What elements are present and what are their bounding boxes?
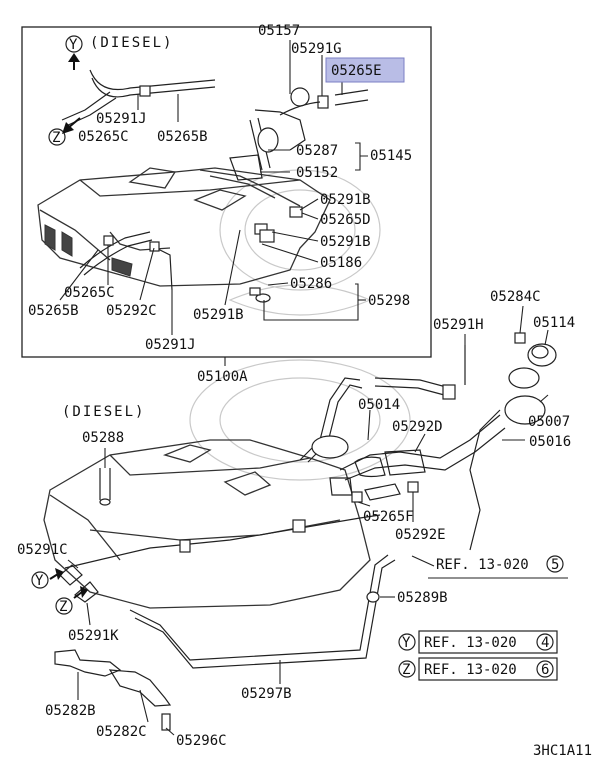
- part-label-05291b-3[interactable]: 05291B: [193, 307, 244, 323]
- part-label-05291b-2[interactable]: 05291B: [320, 234, 371, 250]
- part-label-05186[interactable]: 05186: [320, 255, 362, 271]
- part-label-05287[interactable]: 05287: [296, 143, 338, 159]
- main-direction-y: Y: [31, 568, 64, 589]
- ref-y-letter: Y: [402, 635, 411, 651]
- ref-z-number: 6: [541, 662, 549, 678]
- part-label-05291j-inset[interactable]: 05291J: [96, 111, 147, 127]
- part-label-05291j-inset-2[interactable]: 05291J: [145, 337, 196, 353]
- inset-fuel-pump: [229, 87, 369, 181]
- diagram-id: 3HC1A11: [533, 743, 592, 759]
- part-label-05007[interactable]: 05007: [528, 414, 570, 430]
- part-label-05291k[interactable]: 05291K: [68, 628, 119, 644]
- inset-frame: [21, 26, 432, 358]
- inset-fuel-tank[interactable]: [37, 167, 331, 287]
- part-label-05297b[interactable]: 05297B: [241, 686, 292, 702]
- main-drain-plug: [59, 468, 306, 603]
- part-label-05291b-1[interactable]: 05291B: [320, 192, 371, 208]
- part-label-05100a[interactable]: 05100A: [197, 369, 248, 385]
- inset-dir-z-letter: Z: [52, 130, 60, 146]
- main-filler-cap: [469, 332, 557, 551]
- inset-hose-lower: [79, 231, 173, 291]
- inset-fittings: [249, 206, 303, 303]
- ref-z-label[interactable]: REF. 13-020: [424, 662, 517, 678]
- part-label-05288[interactable]: 05288: [82, 430, 124, 446]
- part-label-05291h[interactable]: 05291H: [433, 317, 484, 333]
- ref-y-13-020-4[interactable]: Y REF. 13-020 4: [398, 630, 558, 654]
- part-label-05265c-inset-2[interactable]: 05265C: [64, 285, 115, 301]
- part-label-05265c-inset[interactable]: 05265C: [78, 129, 129, 145]
- part-label-05265d[interactable]: 05265D: [320, 212, 371, 228]
- main-tank-strap: [64, 514, 396, 669]
- part-label-05265b-inset-2[interactable]: 05265B: [28, 303, 79, 319]
- watermark-emblem: [189, 169, 411, 481]
- main-direction-z: Z: [55, 586, 88, 615]
- part-label-05145[interactable]: 05145: [370, 148, 412, 164]
- inset-dir-y-letter: Y: [69, 37, 78, 53]
- part-label-05292c[interactable]: 05292C: [106, 303, 157, 319]
- main-diesel-label: (DIESEL): [62, 404, 145, 420]
- part-label-05157[interactable]: 05157: [258, 23, 300, 39]
- part-label-05296c[interactable]: 05296C: [176, 733, 227, 749]
- main-filler-neck: [311, 414, 506, 503]
- part-label-05291g[interactable]: 05291G: [291, 41, 342, 57]
- part-label-05114[interactable]: 05114: [533, 315, 575, 331]
- part-label-05265e[interactable]: 05265E: [331, 63, 382, 79]
- ref-z-13-020-6[interactable]: Z REF. 13-020 6: [398, 657, 558, 681]
- part-label-05289b[interactable]: 05289B: [397, 590, 448, 606]
- ref-13-020-5[interactable]: REF. 13-020 5: [436, 555, 564, 573]
- part-label-05282b[interactable]: 05282B: [45, 703, 96, 719]
- part-label-05014[interactable]: 05014: [358, 397, 400, 413]
- part-label-05284c[interactable]: 05284C: [490, 289, 541, 305]
- main-dir-z-letter: Z: [59, 599, 67, 615]
- inset-direction-y: Y: [65, 35, 83, 70]
- ref-z-letter: Z: [402, 662, 410, 678]
- part-label-05291c[interactable]: 05291C: [17, 542, 68, 558]
- inset-direction-z: Z: [48, 117, 81, 146]
- inset-diesel-label: (DIESEL): [90, 35, 173, 51]
- part-label-05286[interactable]: 05286: [290, 276, 332, 292]
- part-label-05016[interactable]: 05016: [529, 434, 571, 450]
- ref-y-number: 4: [541, 635, 549, 651]
- part-label-05152[interactable]: 05152: [296, 165, 338, 181]
- inset-leaders: [59, 40, 368, 366]
- ref-main-label[interactable]: REF. 13-020: [436, 557, 529, 573]
- inset-diesel-hoses: [61, 69, 216, 127]
- highlighted-part-05265e[interactable]: 05265E: [325, 57, 405, 83]
- main-dir-y-letter: Y: [35, 573, 44, 589]
- ref-y-label[interactable]: REF. 13-020: [424, 635, 517, 651]
- part-label-05298[interactable]: 05298: [368, 293, 410, 309]
- part-label-05265f[interactable]: 05265F: [363, 509, 414, 525]
- ref-main-number: 5: [551, 557, 559, 573]
- part-label-05265b-inset[interactable]: 05265B: [157, 129, 208, 145]
- main-brackets: [54, 649, 172, 731]
- main-leaders: [67, 305, 568, 736]
- part-label-05282c[interactable]: 05282C: [96, 724, 147, 740]
- part-label-05292e[interactable]: 05292E: [395, 527, 446, 543]
- part-label-05292d[interactable]: 05292D: [392, 419, 443, 435]
